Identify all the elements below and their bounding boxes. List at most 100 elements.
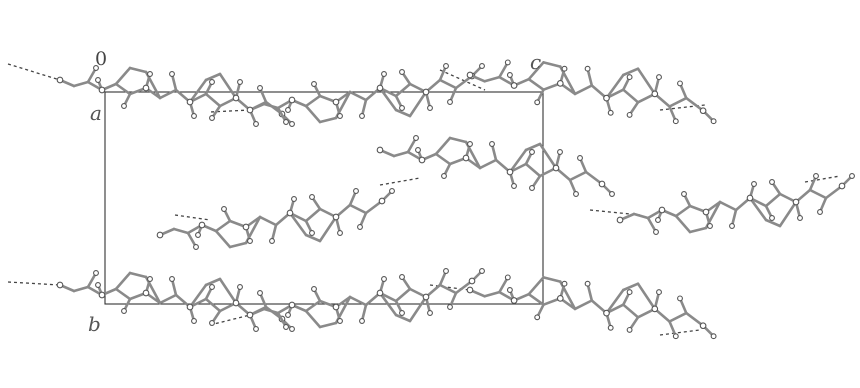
bond bbox=[636, 67, 657, 96]
atom bbox=[337, 318, 343, 324]
bond bbox=[214, 219, 232, 233]
atom bbox=[626, 289, 633, 296]
bond bbox=[764, 192, 782, 208]
atom bbox=[418, 156, 426, 164]
atom bbox=[584, 280, 591, 287]
bond bbox=[483, 75, 501, 83]
atom bbox=[257, 85, 263, 91]
molecule-6 bbox=[616, 173, 855, 235]
bond bbox=[348, 295, 368, 307]
bond bbox=[188, 283, 208, 309]
atom bbox=[699, 322, 707, 330]
atom bbox=[289, 326, 295, 332]
atom bbox=[511, 183, 517, 189]
atom bbox=[702, 208, 710, 216]
atom bbox=[285, 312, 291, 318]
bond bbox=[304, 309, 322, 329]
atom bbox=[291, 196, 297, 202]
atom bbox=[506, 72, 513, 78]
atom bbox=[658, 206, 666, 214]
atom bbox=[209, 320, 215, 326]
atom bbox=[603, 94, 610, 102]
hydrogen-bond bbox=[7, 281, 61, 286]
atom bbox=[561, 65, 568, 72]
bond bbox=[158, 88, 178, 100]
atom bbox=[699, 107, 707, 115]
bond bbox=[808, 188, 828, 200]
atom bbox=[556, 80, 564, 87]
bond bbox=[674, 214, 692, 234]
atom bbox=[232, 94, 240, 102]
atom bbox=[573, 191, 579, 197]
molecule-9 bbox=[466, 274, 717, 340]
bond bbox=[605, 73, 625, 100]
atom bbox=[309, 194, 315, 200]
atom bbox=[186, 98, 194, 106]
bond bbox=[573, 299, 594, 311]
atom bbox=[288, 96, 296, 104]
atom bbox=[552, 164, 560, 172]
atom bbox=[237, 79, 243, 85]
atom bbox=[422, 88, 430, 96]
bond bbox=[478, 158, 498, 170]
atom bbox=[534, 99, 541, 106]
atom bbox=[353, 188, 359, 194]
bond bbox=[542, 61, 562, 68]
atom bbox=[479, 63, 485, 69]
atom bbox=[677, 295, 683, 302]
unit-cell-group bbox=[104, 91, 544, 305]
atom bbox=[413, 135, 419, 141]
bond bbox=[318, 215, 338, 243]
atom bbox=[209, 284, 215, 290]
atom bbox=[506, 168, 514, 176]
atom bbox=[710, 333, 717, 340]
hydrogen-bond bbox=[379, 177, 421, 186]
atom bbox=[422, 293, 430, 301]
atom bbox=[427, 105, 433, 111]
origin-label: 0 bbox=[95, 48, 108, 70]
bond bbox=[258, 215, 278, 227]
atom bbox=[651, 90, 659, 98]
bond bbox=[214, 229, 232, 249]
bond bbox=[218, 72, 238, 100]
atom bbox=[332, 213, 340, 221]
atom bbox=[510, 82, 518, 89]
atom bbox=[443, 63, 449, 69]
atom bbox=[681, 191, 687, 197]
bond bbox=[304, 233, 322, 243]
atom bbox=[626, 74, 633, 81]
atom bbox=[534, 314, 541, 321]
bond bbox=[568, 170, 588, 182]
bond bbox=[674, 204, 692, 218]
molecule-2 bbox=[246, 63, 485, 125]
bond bbox=[114, 271, 132, 291]
atom bbox=[447, 304, 453, 310]
atom bbox=[378, 197, 386, 205]
bond bbox=[128, 271, 148, 279]
atom bbox=[607, 109, 614, 116]
bond bbox=[527, 61, 545, 81]
atom bbox=[169, 71, 175, 77]
atom bbox=[838, 182, 846, 190]
atom bbox=[468, 277, 476, 285]
hydrogen-bond bbox=[209, 109, 251, 113]
molecule-3 bbox=[466, 59, 717, 125]
bond bbox=[483, 290, 501, 298]
bond bbox=[114, 66, 132, 86]
atom bbox=[242, 223, 250, 231]
bond bbox=[348, 203, 368, 215]
atom bbox=[399, 274, 405, 280]
atom bbox=[98, 86, 106, 94]
molecule-8 bbox=[246, 268, 485, 330]
atom bbox=[311, 81, 317, 87]
bond bbox=[621, 88, 640, 104]
atom bbox=[672, 118, 679, 125]
atom bbox=[283, 324, 289, 330]
atom bbox=[769, 179, 775, 185]
atom bbox=[556, 295, 564, 302]
atom bbox=[399, 105, 405, 111]
bond bbox=[434, 152, 452, 166]
atom bbox=[443, 268, 449, 274]
bond bbox=[262, 307, 280, 315]
bond bbox=[718, 200, 738, 212]
